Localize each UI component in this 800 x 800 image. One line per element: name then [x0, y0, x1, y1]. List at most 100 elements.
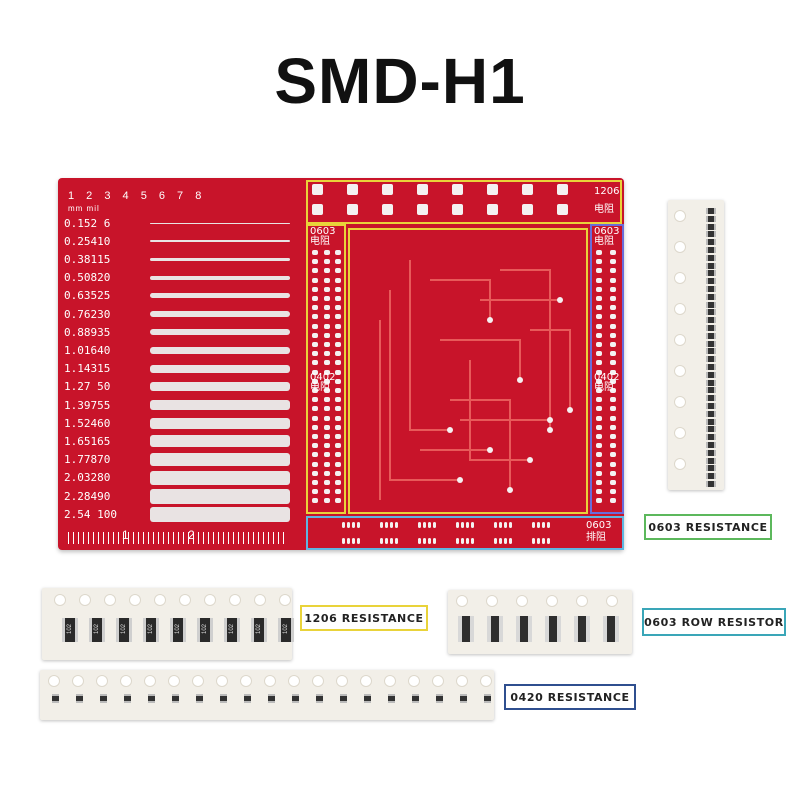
scale-label: 0.76230 — [64, 307, 111, 321]
solder-pad — [335, 360, 341, 366]
chip-marking: 102 — [121, 623, 127, 634]
solder-pad — [385, 538, 388, 544]
solder-pad — [312, 489, 318, 495]
chip-resistor-0603 — [706, 286, 716, 292]
scale-label: 0.25410 — [64, 234, 111, 248]
solder-pad — [390, 538, 393, 544]
solder-pad — [324, 397, 330, 403]
solder-pad — [610, 286, 616, 292]
sprocket-hole — [360, 675, 372, 687]
solder-pad — [417, 184, 428, 195]
solder-pad — [335, 397, 341, 403]
solder-pad — [335, 470, 341, 476]
solder-pad — [610, 470, 616, 476]
chip-marking: 102 — [148, 623, 154, 634]
solder-pad — [423, 538, 426, 544]
zone-0603-row-resistor — [306, 516, 624, 550]
solder-pad — [335, 406, 341, 412]
solder-pad — [610, 351, 616, 357]
scale-row: 1.14315 — [64, 362, 290, 376]
solder-pad — [452, 204, 463, 215]
scale-row: 0.38115 — [64, 252, 290, 266]
scale-row: 1.27 50 — [64, 380, 290, 394]
sprocket-hole — [456, 675, 468, 687]
chip-marking: 102 — [202, 623, 208, 634]
scale-row: 0.152 6 — [64, 216, 290, 230]
chip-resistor-0603 — [706, 481, 716, 487]
chip-resistor-0603 — [706, 223, 716, 230]
solder-pad — [312, 305, 318, 311]
solder-pad — [596, 332, 602, 338]
chip-resistor-0603 — [706, 208, 716, 214]
solder-pad — [335, 268, 341, 274]
solder-pad — [610, 277, 616, 283]
solder-pad — [385, 522, 388, 528]
label-left-0402-cn: 电阻 — [310, 382, 330, 393]
scale-label: 2.03280 — [64, 471, 111, 485]
chip-resistor-0402 — [316, 694, 323, 703]
solder-pad — [532, 522, 535, 528]
solder-pad — [456, 538, 459, 544]
sprocket-hole — [674, 303, 686, 315]
chip-resistor-0603 — [706, 410, 716, 417]
solder-pad — [499, 538, 502, 544]
ruler-units: mm mil — [68, 204, 100, 213]
solder-pad — [335, 388, 341, 393]
chip-resistor-0402 — [460, 694, 467, 703]
solder-pad — [312, 286, 318, 292]
solder-pad — [522, 204, 533, 215]
sprocket-hole — [96, 675, 108, 687]
label-1206-cn: 电阻 — [594, 204, 614, 215]
scale-trace — [150, 453, 290, 467]
solder-pad — [357, 522, 360, 528]
solder-pad — [596, 443, 602, 449]
scale-trace — [150, 417, 290, 429]
chip-resistor-1206: 102 — [143, 618, 159, 642]
solder-pad — [335, 351, 341, 357]
scale-row: 2.28490 — [64, 488, 290, 504]
solder-pad — [610, 461, 616, 467]
scale-trace — [150, 435, 290, 448]
solder-pad — [596, 424, 602, 430]
scale-label: 2.54 100 — [64, 507, 117, 521]
solder-pad — [596, 305, 602, 311]
solder-pad — [532, 538, 535, 544]
solder-pad — [324, 443, 330, 449]
solder-pad — [312, 314, 318, 320]
chip-resistor-0603 — [706, 387, 716, 394]
solder-pad — [610, 415, 616, 421]
solder-pad — [610, 332, 616, 338]
solder-pad — [324, 250, 330, 255]
solder-pad — [312, 388, 318, 393]
sprocket-hole — [384, 675, 396, 687]
solder-pad — [433, 538, 436, 544]
sprocket-hole — [264, 675, 276, 687]
chip-row-resistor — [458, 616, 474, 642]
bottom-ruler — [68, 532, 288, 544]
solder-pad — [335, 498, 341, 504]
label-right-0402-cn: 电阻 — [594, 382, 614, 393]
solder-pad — [347, 538, 350, 544]
chip-resistor-1206: 102 — [170, 618, 186, 642]
solder-pad — [335, 434, 341, 439]
solder-pad — [312, 323, 318, 329]
solder-pad — [610, 314, 616, 320]
solder-pad — [395, 538, 398, 544]
sprocket-hole — [288, 675, 300, 687]
sprocket-hole — [486, 595, 498, 607]
solder-pad — [352, 538, 355, 544]
tape-0603-resistor — [668, 200, 724, 490]
solder-pad — [509, 522, 512, 528]
label-right-0402: 0402 — [594, 372, 620, 383]
scale-label: 1.65165 — [64, 434, 111, 448]
solder-pad — [522, 184, 533, 195]
zone-1206-resistor — [306, 180, 622, 224]
solder-pad — [610, 452, 616, 458]
sprocket-hole — [79, 594, 91, 606]
chip-resistor-0603 — [706, 473, 716, 480]
zone-trace-routing — [348, 228, 588, 514]
solder-pad — [324, 378, 330, 384]
solder-pad — [312, 360, 318, 366]
label-0420-resistance: 0420 RESISTANCE — [504, 684, 636, 710]
chip-resistor-0402 — [436, 694, 443, 703]
